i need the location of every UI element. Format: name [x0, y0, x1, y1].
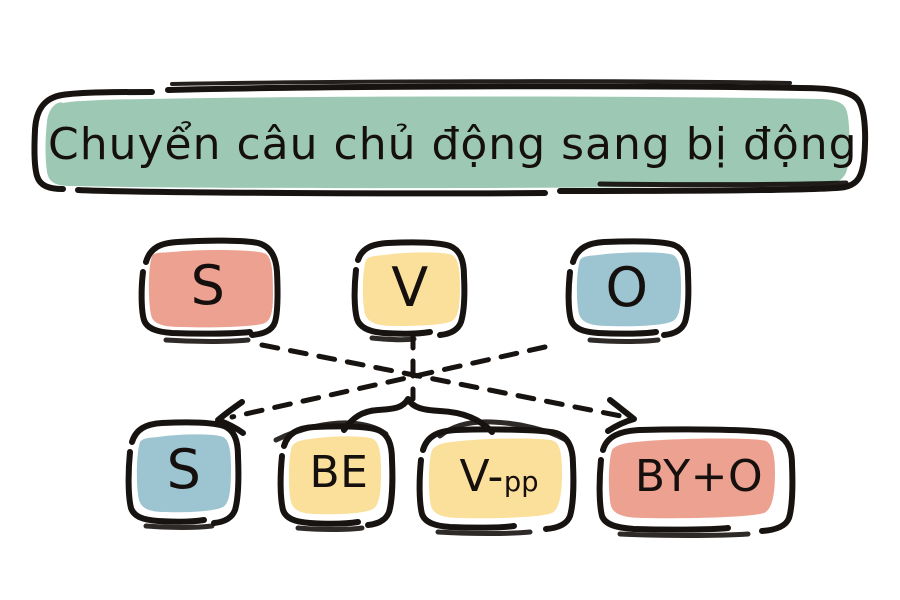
- passive-vpp-sketch: [435, 529, 533, 536]
- passive-be-hitbox[interactable]: [278, 424, 398, 530]
- passive-byo-hitbox[interactable]: [596, 426, 800, 534]
- passive-vpp-fill: [428, 438, 562, 519]
- passive-byo-sketch: [617, 531, 751, 538]
- passive-s-outline-2: [129, 419, 242, 526]
- passive-be-outline-2: [281, 423, 396, 528]
- active-v-outline: [351, 267, 433, 337]
- title-banner-underline-sketch: [597, 180, 849, 188]
- active-s-box[interactable]: [138, 237, 281, 344]
- passive-be-outline: [277, 453, 361, 527]
- title-banner-fill: [45, 96, 850, 189]
- title-banner-hitbox: [35, 82, 867, 194]
- connector-o-to-s: [229, 344, 548, 420]
- passive-be-fill: [288, 436, 381, 515]
- passive-vpp-hitbox[interactable]: [416, 426, 580, 534]
- active-s-sketch: [163, 337, 251, 344]
- passive-vpp-outline: [416, 457, 517, 531]
- active-o-fill: [576, 252, 681, 327]
- arrowhead-to-s: [215, 399, 246, 436]
- passive-s-sketch: [143, 523, 215, 530]
- passive-byo-outline-2: [600, 426, 796, 534]
- passive-byo-fill: [608, 438, 775, 519]
- active-v-sketch: [369, 335, 417, 343]
- passive-byo-outline: [596, 457, 731, 533]
- title-banner: [31, 79, 869, 197]
- active-v-hitbox[interactable]: [352, 240, 470, 340]
- passive-s-hitbox[interactable]: [126, 420, 244, 528]
- active-s-fill: [148, 249, 273, 328]
- title-banner-outline-top: [165, 83, 869, 194]
- connector-s-to-byo: [259, 342, 624, 419]
- passive-s-box[interactable]: [125, 419, 242, 530]
- active-v-fill: [362, 252, 460, 326]
- active-o-outline-2: [570, 238, 692, 338]
- passive-vpp-outline-2: [420, 426, 577, 532]
- passive-s-outline: [125, 449, 207, 525]
- active-s-outline-2: [143, 237, 281, 338]
- active-v-box[interactable]: [351, 239, 468, 343]
- active-o-box[interactable]: [565, 238, 692, 344]
- passive-be-sketch: [295, 525, 365, 532]
- title-banner-outline-bottom: [75, 187, 548, 197]
- passive-byo-box[interactable]: [596, 426, 796, 538]
- brace-curly: [341, 396, 495, 435]
- active-o-sketch: [587, 337, 661, 344]
- active-o-hitbox[interactable]: [566, 240, 692, 340]
- active-s-outline: [138, 269, 253, 337]
- passive-s-fill: [136, 434, 231, 513]
- active-o-outline: [565, 269, 659, 337]
- connector-group: [215, 330, 637, 436]
- active-v-outline-2: [355, 239, 468, 338]
- title-banner-outline: [31, 89, 155, 192]
- passive-vpp-box[interactable]: [416, 426, 577, 536]
- passive-be-box[interactable]: [277, 423, 396, 532]
- arrowhead-to-byo: [605, 397, 637, 434]
- title-banner-outline-sketch: [170, 79, 792, 86]
- active-s-hitbox[interactable]: [138, 238, 282, 340]
